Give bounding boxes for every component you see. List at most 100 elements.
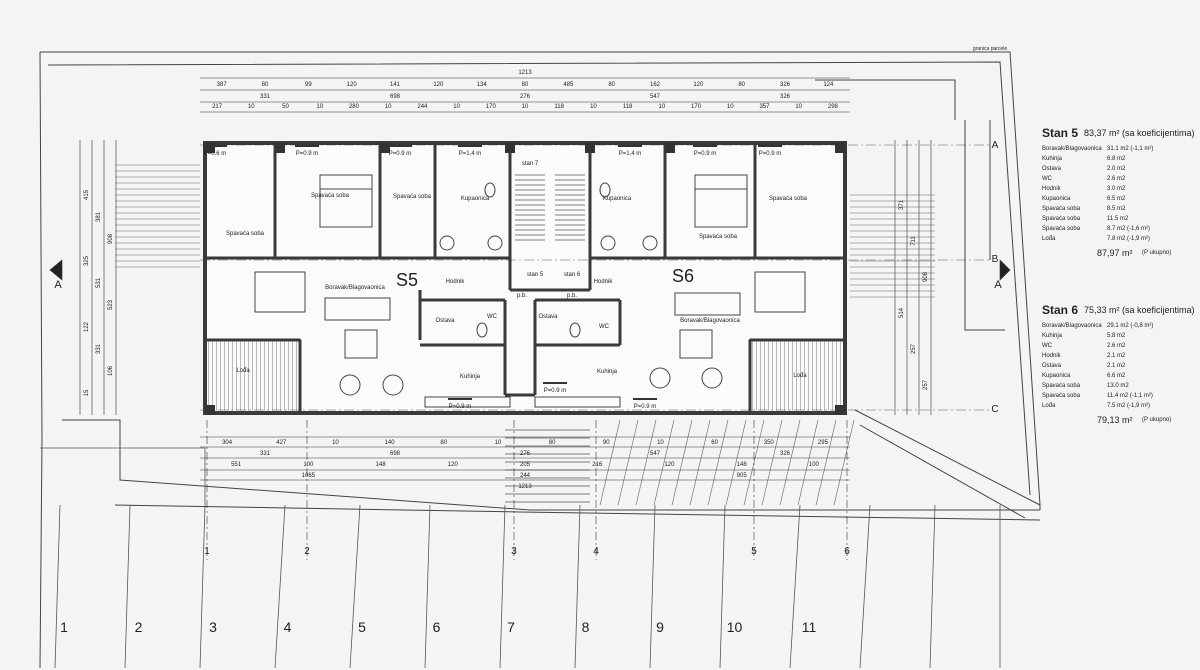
unit-mark-s6: S6: [672, 266, 694, 286]
room-label: stan 6: [564, 272, 581, 278]
summary-row-name: Kupaonica: [1042, 196, 1071, 202]
coffee-table: [679, 329, 713, 359]
dim-value: 485: [563, 82, 574, 88]
dim-value: 100: [303, 462, 314, 468]
dim-value: 331: [96, 343, 102, 354]
dim-value: 1065: [302, 473, 316, 479]
terrace-step: [653, 419, 675, 506]
dim-value: 124: [823, 82, 834, 88]
dim-value: 908: [923, 271, 929, 282]
bed: [319, 174, 373, 228]
room-label: Kuhinja: [460, 374, 481, 380]
dim-value: 162: [650, 82, 661, 88]
dim-value: 80: [549, 440, 556, 446]
summary-row-value: 11.5 m2: [1107, 216, 1129, 222]
dim-value: 217: [212, 104, 223, 110]
dim-value: 371: [899, 199, 905, 210]
parcel-number: 4: [284, 619, 292, 635]
summary-row-name: Boravak/Blagovaonica: [1042, 323, 1102, 329]
window-tag: P=0.9 m: [634, 404, 657, 410]
terrace-step: [743, 419, 765, 506]
section-mark-right: A: [994, 279, 1002, 291]
summary-row-name: Kuhinja: [1042, 333, 1063, 339]
dim-value: 547: [650, 94, 661, 100]
room-label: Kuhinja: [597, 369, 618, 375]
window-tag: P=0.9 m: [694, 151, 717, 157]
room-label: stan 7: [522, 161, 539, 167]
shower: [642, 235, 658, 251]
dim-value: 244: [417, 104, 428, 110]
dim-value: 118: [554, 104, 564, 110]
summary-row-name: Kupaonica: [1042, 373, 1071, 379]
summary-row-value: 6.8 m2: [1107, 156, 1126, 162]
terrace-step: [635, 419, 657, 506]
summary-row-value: 2.0 m2: [1107, 166, 1126, 172]
stairs: [115, 164, 935, 506]
room-label: Spavaća soba: [769, 196, 808, 202]
summary-row-value: 29.1 m2 (-0,8 m²): [1107, 323, 1154, 329]
dim-value: 276: [520, 94, 531, 100]
column: [505, 143, 515, 153]
parcel-boundary: [124, 504, 131, 669]
dim-value: 205: [520, 462, 531, 468]
window-tag: P=0.9 m: [544, 388, 567, 394]
summary-row-name: Ostava: [1042, 363, 1062, 369]
window-tag: P=1.4 m: [459, 151, 482, 157]
summary-row-name: Lođa: [1042, 403, 1056, 409]
terrace-step: [707, 419, 729, 506]
summary-row-value: 8.5 m2: [1107, 206, 1126, 212]
parcel-number: 3: [209, 619, 217, 635]
dim-value: 257: [923, 379, 929, 390]
room-label: Ostava: [538, 314, 558, 320]
dim-value: 10: [332, 440, 339, 446]
stan6-title: Stan 6: [1042, 303, 1079, 317]
unit-mark-s5: S5: [396, 270, 418, 290]
dim-value: 50: [282, 104, 289, 110]
parcel-boundary: [789, 504, 801, 669]
summary-row-value: 7.5 m2 (-1,9 m²): [1107, 403, 1151, 409]
dim-value: 80: [262, 82, 269, 88]
toilet: [599, 182, 611, 198]
room-label: Boravak/Blagovaonica: [680, 318, 740, 324]
kitchen-counter: [534, 396, 621, 408]
dim-value: 304: [222, 440, 233, 446]
terrace-step: [617, 419, 639, 506]
dining-table: [254, 271, 306, 313]
dim-value: 120: [347, 82, 358, 88]
toilet: [569, 322, 581, 338]
parcel-boundary: [649, 504, 656, 669]
summary-row-value: 3.0 m2: [1107, 186, 1126, 192]
furniture: [254, 174, 806, 408]
armchair: [339, 374, 361, 396]
dim-value: 427: [276, 440, 287, 446]
parcel-number: 5: [358, 619, 366, 635]
dim-value: 1213: [518, 70, 532, 76]
column: [585, 143, 595, 153]
parcel-boundary: [929, 504, 936, 669]
stan5-title: Stan 5: [1042, 126, 1079, 140]
parcel-number: 8: [582, 619, 590, 635]
dim-value: 326: [780, 82, 791, 88]
dim-value: 10: [657, 440, 664, 446]
terrace-step: [725, 419, 747, 506]
outer-wall: [203, 141, 847, 415]
dim-value: 90: [603, 440, 610, 446]
parcel-number: 1: [60, 619, 68, 635]
dim-value: 298: [828, 104, 839, 110]
dim-value: 141: [390, 82, 401, 88]
parcel-boundary: [349, 504, 361, 669]
window-tag: P=0.6 m: [204, 151, 227, 157]
summary-row-value: 13.0 m2: [1107, 383, 1129, 389]
dim-value: 120: [664, 462, 675, 468]
parcel-number: 11: [802, 619, 817, 635]
dim-value: 148: [376, 462, 387, 468]
dim-value: 15: [84, 389, 90, 396]
stan5-area: 83,37 m² (sa koeficijentima): [1084, 128, 1195, 138]
column: [665, 143, 675, 153]
parcel-number: 2: [135, 619, 143, 635]
dim-value: 326: [780, 451, 791, 457]
column-axis-label: 4: [593, 546, 599, 557]
summary-row-value: 2.1 m2: [1107, 353, 1126, 359]
